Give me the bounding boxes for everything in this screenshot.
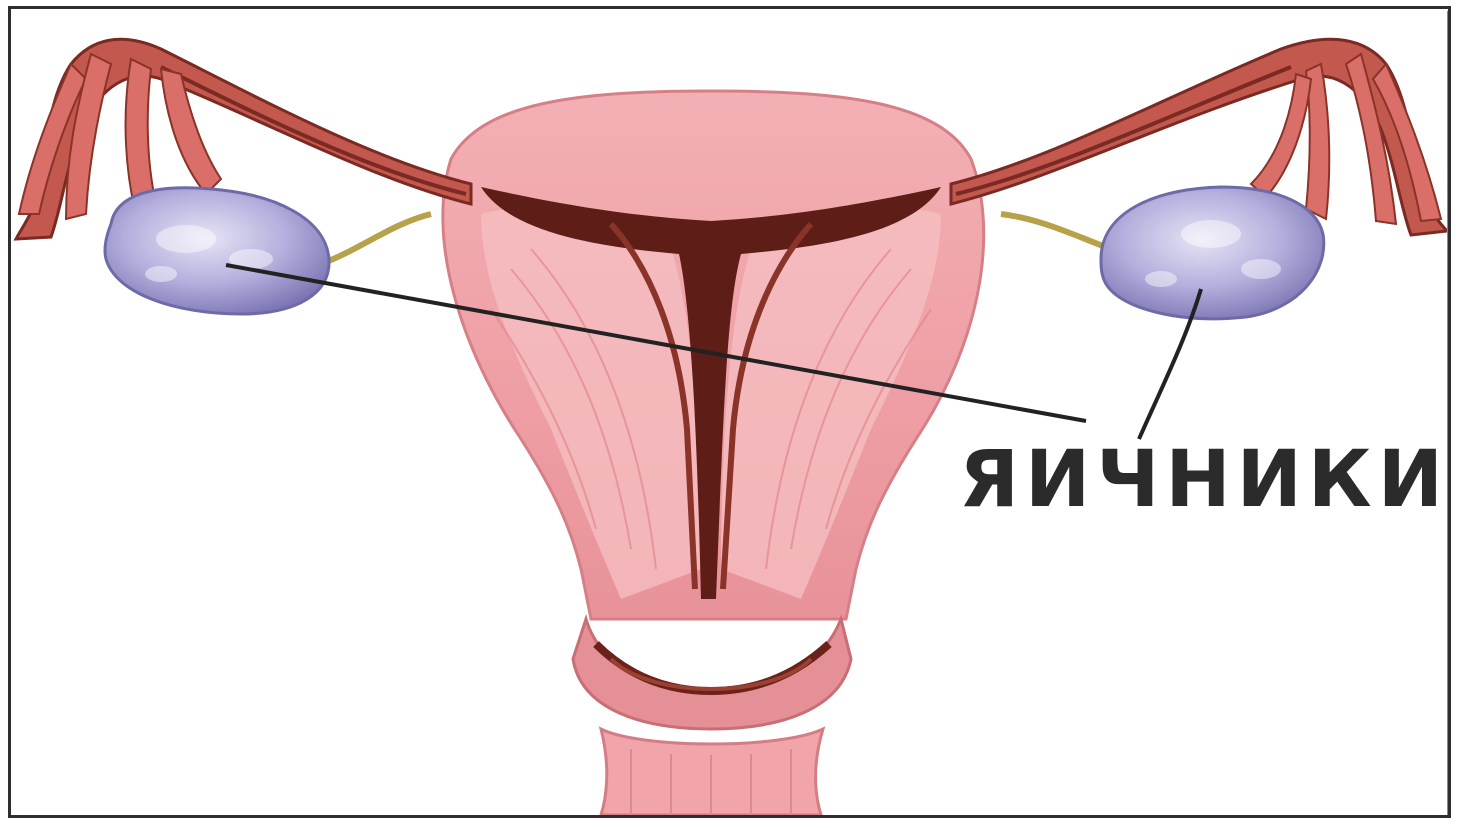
ovaries-label: ЯИЧНИКИ: [959, 441, 1449, 519]
ovary-left-icon: [105, 188, 329, 314]
cervix: [573, 619, 851, 815]
reproductive-diagram: [11, 9, 1448, 815]
diagram-frame: ЯИЧНИКИ: [8, 6, 1451, 818]
ovary-right-icon: [1101, 187, 1324, 319]
